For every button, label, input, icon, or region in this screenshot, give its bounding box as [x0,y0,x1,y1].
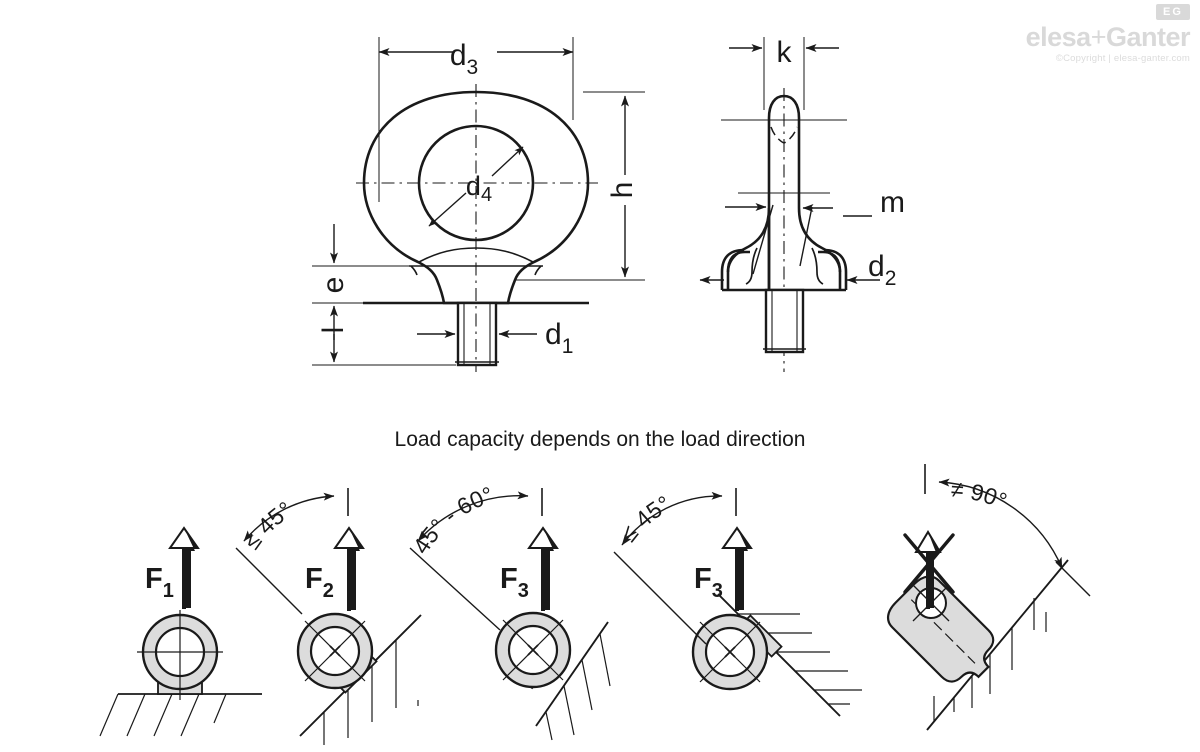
threaded-stud-side [763,288,806,354]
case4-surface [717,593,862,717]
case3-center-cross-icon [527,644,539,656]
load-case-5 [887,464,1091,731]
label-l: l [317,327,350,334]
label-h: h [606,182,639,199]
side-view-reference-lines [721,119,847,194]
case3-force-arrow [527,526,559,611]
case4-center-cross-icon [724,646,736,658]
brand-ganter: Ganter [1105,22,1191,52]
load-case-4 [613,488,862,717]
case2-force-arrow [333,526,365,611]
label-k: k [777,36,793,69]
label-d1: d1 [545,318,573,358]
angle-label-case-3: 45° - 60° [408,481,497,558]
angle-label-case-4: ≤ 45° [615,490,674,546]
case2-angle-arc [235,488,349,615]
brand-elesa: elesa [1025,22,1092,52]
case2-center-cross-icon [329,645,341,657]
label-force-1: F1 [145,563,174,602]
case1-force-arrow [168,526,200,609]
front-view-centerlines [356,84,598,372]
brand-watermark: EG elesa+Ganter ©Copyright | elesa-gante… [1025,4,1191,64]
eg-badge-icon: EG [1156,4,1190,20]
dimension-labels: d3 d4 h e l d1 k m d2 [145,36,1011,602]
d4-leader [428,146,524,227]
k-extension-lines [763,37,805,110]
angle-label-case-5: ≠ 90° [950,476,1011,514]
label-d3: d3 [450,39,478,79]
case5-eyebolt-side [887,575,995,683]
label-d2: d2 [868,250,896,290]
case3-surface [535,621,611,741]
case5-angle-arc [924,464,1091,597]
brand-plus: + [1090,22,1107,52]
case1-ground-hatch [99,693,262,737]
load-case-2 [235,488,422,745]
label-e: e [317,277,350,294]
load-direction-caption: Load capacity depends on the load direct… [394,428,806,451]
label-force-4: F3 [694,563,723,602]
eye-bolt-body-outline [362,90,590,305]
h-dimension [515,91,645,281]
threaded-stud-front [455,301,499,367]
l-dimension [312,305,456,366]
case3-angle-arc [409,488,543,631]
angle-label-case-2: ≤ 45° [238,496,296,554]
m-leader [752,204,872,275]
e-dimension [312,224,420,304]
case4-angle-arc [613,488,737,645]
label-m: m [880,186,905,219]
eye-bolt-side-view-group [699,37,880,372]
eye-bolt-front-view-group [312,37,645,372]
label-force-2: F2 [305,563,334,602]
brand-copyright: ©Copyright | elesa-ganter.com [1055,53,1190,64]
case1-centerlines [137,610,223,700]
case4-force-arrow [721,526,753,611]
load-case-1 [99,526,262,737]
brand-logo-text: elesa+Ganter [1025,22,1191,52]
case5-surface [926,559,1069,731]
side-web-detail [745,247,824,285]
label-force-3: F3 [500,563,529,602]
load-case-3 [409,488,611,741]
label-d4: d4 [466,171,492,206]
